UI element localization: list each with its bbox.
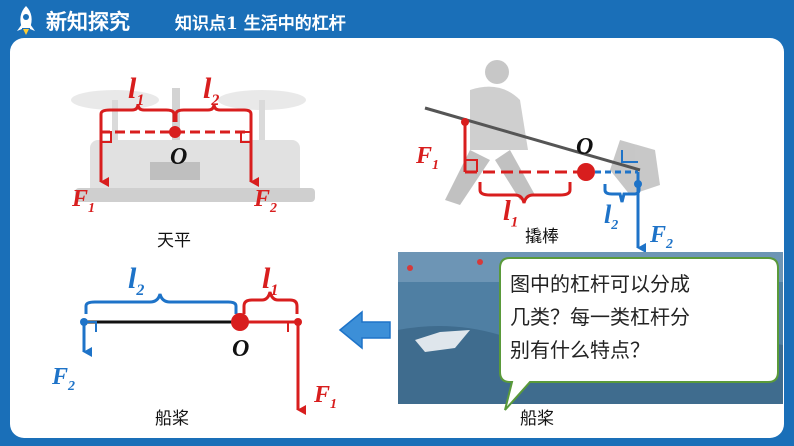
oar-f2-label: F2: [52, 364, 76, 394]
section-title: 新知探究: [46, 9, 130, 34]
balance-l2-label: l2: [203, 72, 220, 109]
crowbar-l1-label: l1: [503, 196, 519, 231]
balance-l1-label: l1: [128, 72, 145, 109]
crowbar-f1-label: F1: [416, 143, 440, 173]
bubble-line-3: 别有什么特点？: [510, 338, 650, 362]
section-subtitle: 知识点1 生活中的杠杆: [175, 14, 346, 34]
oar-caption: 船桨: [155, 409, 189, 429]
balance-caption: 天平: [157, 231, 191, 251]
header-bar: 新知探究 知识点1 生活中的杠杆: [0, 0, 794, 38]
left-arrow-icon: [338, 310, 391, 350]
balance-o-label: O: [170, 144, 188, 170]
balance-f2-label: F2: [254, 186, 278, 216]
oar-lever-overlay: [80, 291, 306, 415]
balance-fulcrum: [169, 126, 181, 138]
oar-fulcrum: [231, 313, 249, 331]
bubble-line-1: 图中的杠杆可以分成: [510, 272, 690, 296]
photo-caption: 船桨: [520, 409, 554, 429]
crowbar-l2-label: l2: [604, 200, 619, 234]
crowbar-lever-overlay: [424, 106, 646, 253]
bubble-question: 图中的杠杆可以分成 几类？每一类杠杆分 别有什么特点？: [510, 268, 760, 367]
crowbar-f2-label: F2: [650, 222, 674, 252]
oar-l2-label: l2: [128, 262, 145, 299]
speech-bubble: [499, 257, 779, 411]
oar-f1-label: F1: [314, 382, 338, 412]
rocket-icon: [17, 6, 35, 35]
balance-scale-drawing: [71, 88, 315, 202]
crowbar-caption: 撬棒: [525, 227, 559, 247]
worker-drawing: [445, 60, 660, 205]
balance-lever-overlay: [99, 103, 259, 187]
crowbar-o-label: O: [576, 134, 594, 160]
crowbar-fulcrum: [577, 163, 595, 181]
oar-o-label: O: [232, 336, 250, 362]
oar-l1-label: l1: [262, 262, 279, 299]
bubble-line-2: 几类？每一类杠杆分: [510, 305, 690, 329]
balance-f1-label: F1: [72, 186, 96, 216]
